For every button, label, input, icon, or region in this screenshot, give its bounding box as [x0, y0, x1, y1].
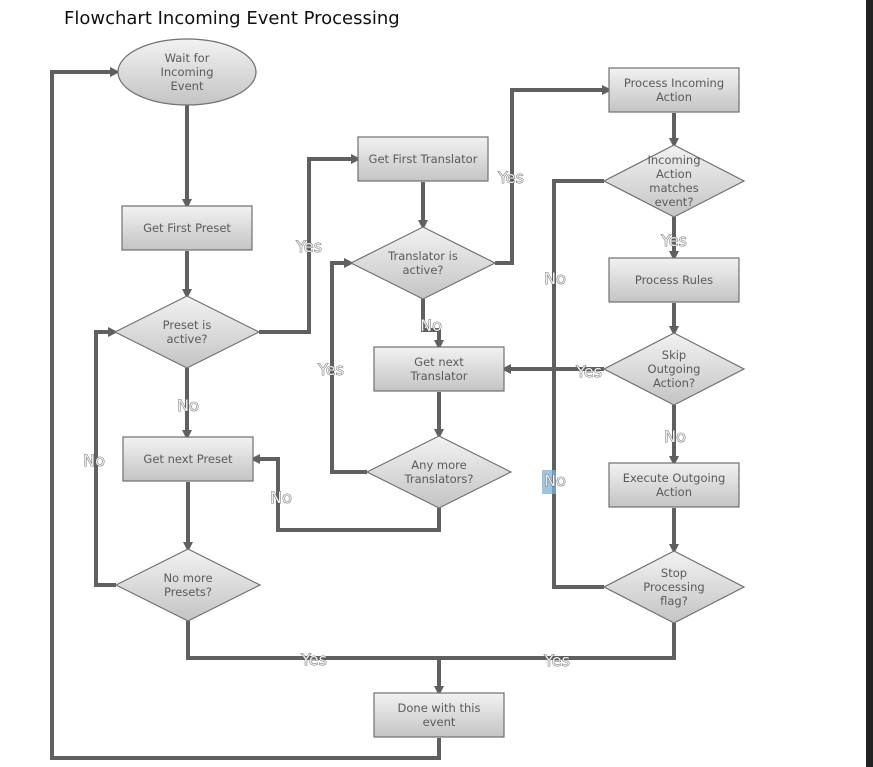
node-label-line: Incoming	[647, 153, 700, 167]
edge-translator-active-to-process-incoming-action	[495, 85, 612, 265]
node-label-line: Preset is	[163, 318, 212, 332]
edge-preset-active-to-get-first-translator	[259, 154, 361, 334]
node-label-line: event	[423, 715, 456, 729]
node-label-line: Event	[171, 79, 204, 93]
node-label-line: Get First Preset	[143, 221, 231, 235]
node-label-line: Action?	[653, 376, 695, 390]
node-label-line: No more	[163, 571, 212, 585]
page-title: Flowchart Incoming Event Processing	[64, 8, 400, 29]
node-label-line: Action	[656, 485, 692, 499]
node-label-line: Incoming	[160, 65, 213, 79]
node-label-line: Process Rules	[635, 273, 713, 287]
node-label-line: Outgoing	[648, 362, 701, 376]
diamond-shape	[602, 144, 746, 218]
node-label-line: Translator is	[387, 249, 458, 263]
node-label-line: Get next	[414, 355, 464, 369]
node-label-line: Action	[656, 90, 692, 104]
node-label-line: Action	[656, 167, 692, 181]
node-label-line: Skip	[662, 348, 686, 362]
edge-label-no: No	[664, 427, 686, 446]
diamond-shape	[349, 226, 497, 300]
diamond-shape	[602, 550, 746, 624]
node-get-next-preset[interactable]: Get next Preset	[122, 436, 254, 482]
node-label-line: Translators?	[404, 472, 474, 486]
node-label-line: flag?	[660, 594, 688, 608]
window-right-border	[866, 0, 873, 767]
ellipse-shape	[117, 38, 257, 106]
edge-translator-active-to-get-next-translator	[421, 299, 444, 350]
node-label-line: Processing	[643, 580, 704, 594]
edge-label-no: No	[270, 488, 292, 507]
node-process-rules[interactable]: Process Rules	[608, 257, 740, 303]
edge-label-no: No	[544, 471, 566, 490]
rect-shape	[608, 462, 740, 508]
rect-shape	[373, 346, 505, 392]
rect-shape	[373, 692, 505, 738]
edge-label-yes: Yes	[295, 237, 322, 256]
node-label-line: Wait for	[165, 51, 210, 65]
rect-shape	[608, 257, 740, 303]
rect-shape	[121, 205, 253, 251]
diamond-shape	[113, 295, 261, 369]
diamond-shape	[365, 435, 513, 509]
edge-any-more-translators-to-translator-active	[330, 258, 367, 474]
node-label-line: Process Incoming	[624, 76, 724, 90]
node-label-line: Get next Preset	[143, 452, 233, 466]
edge-any-more-translators-to-get-next-preset	[250, 454, 441, 532]
edge-label-yes: Yes	[317, 360, 344, 379]
edge-label-no: No	[544, 269, 566, 288]
edges-layer	[50, 67, 679, 760]
node-label-line: Stop	[661, 566, 687, 580]
edge-label-yes: Yes	[300, 650, 327, 669]
edge-no-more-presets-to-preset-active	[94, 327, 118, 587]
rect-shape	[122, 436, 254, 482]
node-label-line: Done with this	[398, 701, 481, 715]
edge-done-event-to-wait-event	[50, 67, 441, 760]
edge-label-no: No	[83, 451, 105, 470]
edge-label-no: No	[420, 316, 442, 335]
node-label-line: Get First Translator	[369, 152, 478, 166]
edge-label-yes: Yes	[660, 231, 687, 250]
node-label-line: Any more	[411, 458, 466, 472]
edge-stop-processing-to-get-next-translator	[552, 369, 604, 589]
node-label-line: matches	[649, 181, 698, 195]
diamond-shape	[602, 332, 746, 406]
node-label-line: Presets?	[164, 585, 212, 599]
node-label-line: active?	[402, 263, 443, 277]
edge-label-yes: Yes	[543, 651, 570, 670]
edge-incoming-action-matches-to-get-next-translator	[552, 179, 604, 369]
edge-label-yes: Yes	[497, 168, 524, 187]
edge-stop-processing-to-done-event	[434, 623, 676, 696]
edge-label-yes: Yes	[575, 362, 602, 381]
node-get-first-preset[interactable]: Get First Preset	[121, 205, 253, 251]
node-label-line: Execute Outgoing	[623, 471, 726, 485]
rect-shape	[608, 67, 740, 113]
rect-shape	[357, 136, 489, 182]
node-label-line: event?	[655, 195, 694, 209]
diamond-shape	[114, 548, 262, 622]
node-label-line: active?	[166, 332, 207, 346]
node-get-first-translator[interactable]: Get First Translator	[357, 136, 489, 182]
edge-label-no: No	[177, 396, 199, 415]
node-label-line: Translator	[410, 369, 468, 383]
edge-label-selection-highlight	[542, 470, 556, 494]
edge-no-more-presets-to-done-event	[186, 621, 439, 660]
